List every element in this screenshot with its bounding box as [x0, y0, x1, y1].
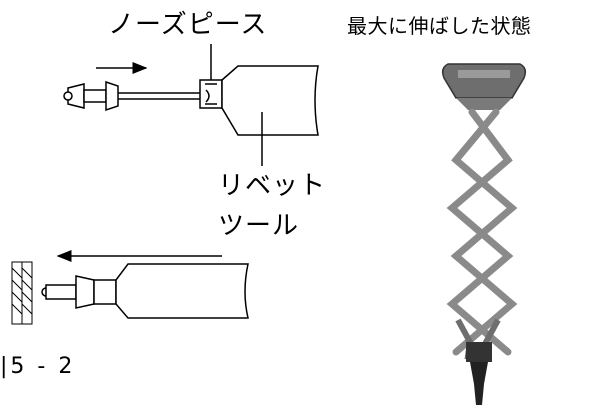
nose-piece-bottom: [93, 279, 117, 305]
rivet-tool-top-drawing: [63, 44, 319, 166]
nose-piece-label: ノーズピース: [108, 10, 268, 40]
rivet-tool-label-line2: ツール: [218, 211, 300, 241]
rivet-flange: [105, 80, 119, 112]
rivet-body-bottom: [45, 284, 77, 300]
rivet-tip: [63, 91, 73, 101]
workpiece-hatched: [11, 261, 33, 325]
rivet-body: [83, 89, 107, 103]
scissor-lattice: [446, 108, 518, 356]
rivet-tool-bottom-drawing: [11, 250, 249, 325]
extended-state-title: 最大に伸ばした状態: [347, 14, 532, 38]
tool-body-bottom: [115, 263, 249, 319]
grip-handle: [441, 63, 527, 99]
rivet-flange-bottom: [75, 275, 95, 309]
nose-piece-detail: [205, 83, 217, 105]
tool-body-top: [221, 65, 319, 136]
figure-number: |5 - 2: [0, 354, 76, 379]
lower-grip: [466, 342, 492, 362]
extending-tool-drawing: [441, 63, 527, 405]
rivet-tool-label-line1: リベット: [218, 171, 327, 201]
pole-tip: [470, 362, 488, 405]
